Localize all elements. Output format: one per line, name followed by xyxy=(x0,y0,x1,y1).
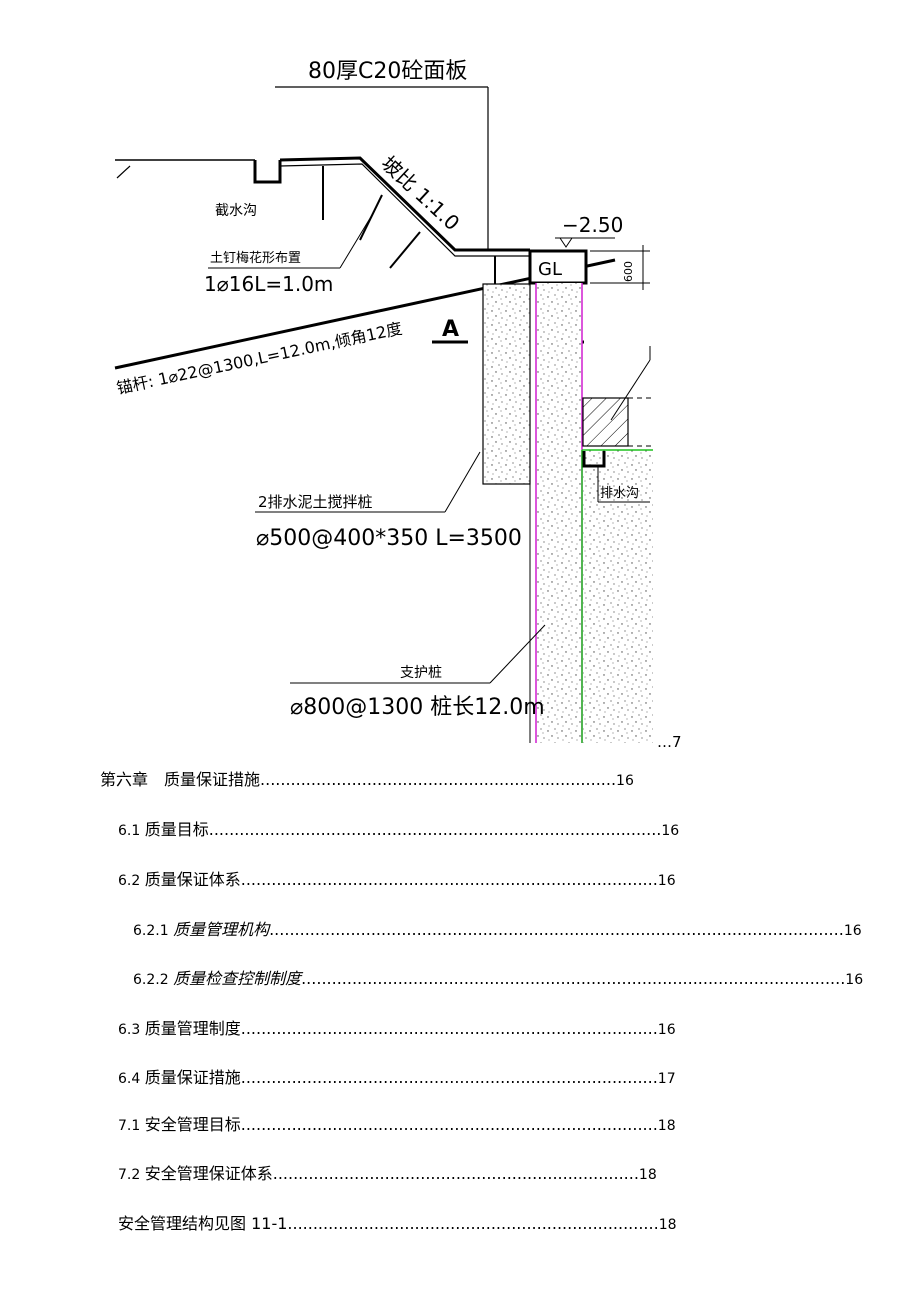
toc-entry-safety-structure[interactable]: 安全管理结构见图 11-1...........................… xyxy=(118,1214,677,1233)
top-ditch-shape xyxy=(253,160,282,184)
mixing-pile-label-bottom: ⌀500@400*350 L=3500 xyxy=(256,526,522,551)
dimension-label: 600 xyxy=(622,261,635,282)
mixing-pile xyxy=(482,283,531,485)
mixing-pile-label-top: 2排水泥土搅拌桩 xyxy=(258,493,373,511)
toc-entry-chapter-6[interactable]: 第六章 质量保证措施..............................… xyxy=(100,770,634,789)
right-ditch-label: 排水沟 xyxy=(600,486,639,501)
support-pile-label-top: 支护桩 xyxy=(400,664,442,681)
panel-label: 80厚C20砼面板 xyxy=(308,59,467,84)
toc-entry-7-2[interactable]: 7.2 安全管理保证体系............................… xyxy=(118,1164,657,1183)
top-ditch-label: 截水沟 xyxy=(215,203,257,219)
nail-label-top: 土钉梅花形布置 xyxy=(210,250,301,266)
beam-label: GL xyxy=(538,259,562,280)
support-pile xyxy=(536,283,582,743)
toc-entry-6-2-2[interactable]: 6.2.2 质量检查控制制度..........................… xyxy=(133,969,864,988)
toc-entry-6-3[interactable]: 6.3 质量管理制度..............................… xyxy=(118,1019,676,1038)
toc-entry-6-1[interactable]: 6.1 质量目标................................… xyxy=(118,820,680,839)
cad-section-drawing: 80厚C20砼面板 坡比 1:1.0 截水沟 土钉梅花形布置 1⌀16L=1.0… xyxy=(114,59,682,750)
toc-entry-6-2[interactable]: 6.2 质量保证体系..............................… xyxy=(118,870,676,889)
toc-entry-6-4[interactable]: 6.4 质量保证措施..............................… xyxy=(118,1068,676,1087)
toc-entry-7-1[interactable]: 7.1 安全管理目标..............................… xyxy=(118,1115,676,1134)
toc-entry-6-2-1[interactable]: 6.2.1 质量管理机构............................… xyxy=(133,920,862,939)
page-tail: …7 xyxy=(657,733,682,750)
right-ditch-shape xyxy=(582,451,606,468)
hatched-block xyxy=(582,397,629,447)
support-pile-label-bottom: ⌀800@1300 桩长12.0m xyxy=(290,695,545,720)
nail-label-bottom: 1⌀16L=1.0m xyxy=(204,272,333,296)
elevation-label: −2.50 xyxy=(562,213,623,237)
section-mark-left: A xyxy=(442,317,459,342)
